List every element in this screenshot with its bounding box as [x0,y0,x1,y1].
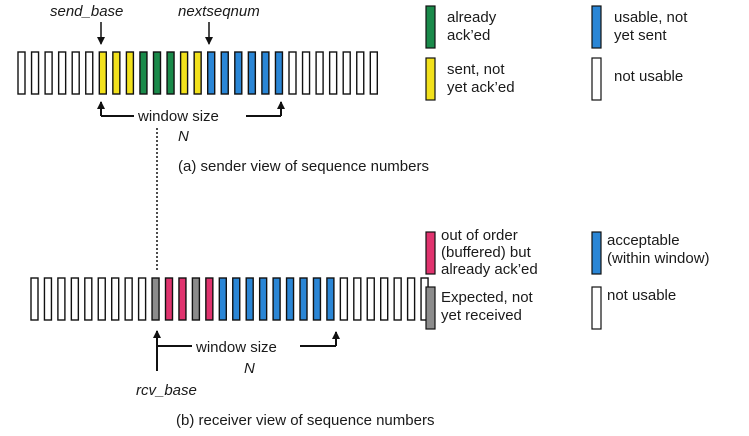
receiver-cell-not-usable [366,277,375,321]
receiver-cell-usable [285,277,295,321]
sender-cell-acked [152,51,162,95]
legend-rcv-not-usable-line1: not usable [607,287,676,304]
receiver-cell-usable [299,277,308,321]
receiver-cell-usable [218,277,228,321]
send-base-label: send_base [50,3,123,20]
legend-acked-line1: already [447,9,497,26]
legend-rcv-not-usable-swatch [591,286,602,330]
receiver-cell-buffered [178,277,187,321]
sender-cell-sent-not-acked [125,51,135,95]
receiver-cell-usable [245,277,254,321]
sender-cell-not-usable [44,51,53,95]
sender-cell-not-usable [356,51,365,95]
sender-cell-not-usable [315,51,324,95]
receiver-cell-buffered [164,277,174,321]
receiver-cell-buffered [205,277,214,321]
legend-acceptable-line2: (within window) [607,250,710,267]
sender-cell-acked [139,51,148,95]
receiver-cell-not-usable [70,277,80,321]
sender-cell-not-usable [57,51,67,95]
receiver-cell-not-usable [30,277,39,321]
sender-cell-sent-not-acked [112,51,121,95]
receiver-cell-not-usable [406,277,416,321]
receiver-cell-not-usable [353,277,362,321]
legend-usable-swatch [591,5,602,49]
receiver-cell-usable [312,277,322,321]
receiver-cell-expected [191,277,201,321]
receiver-cell-usable [258,277,268,321]
sender-legend: already ack’ed usable, not yet sent sent… [425,5,688,101]
rcv-base-label: rcv_base [136,382,197,399]
sender-cell-not-usable [342,51,351,95]
receiver-caption: (b) receiver view of sequence numbers [176,412,434,429]
sender-cell-not-usable [71,51,80,95]
legend-acceptable-line1: acceptable [607,232,680,249]
legend-expected-line1: Expected, not [441,289,534,306]
rcv-window-n-label: N [244,360,255,377]
legend-acked-line2: ack’ed [447,27,490,44]
receiver-cell-usable [232,277,241,321]
window-n-label: N [178,128,189,145]
receiver-cell-not-usable [84,277,93,321]
legend-usable-line2: yet sent [614,27,667,44]
sender-cell-usable [220,51,229,95]
legend-buffered-line1: out of order [441,227,518,244]
sender-cell-not-usable [301,51,311,95]
legend-buffered-line2: (buffered) but [441,244,532,261]
sender-cell-not-usable [288,51,297,95]
receiver-cell-not-usable [43,277,53,321]
sender-cell-not-usable [30,51,40,95]
legend-expected-line2: yet received [441,307,522,324]
sender-cell-not-usable [369,51,378,95]
sender-cell-not-usable [85,51,94,95]
legend-buffered-line3: already ack’ed [441,261,538,278]
window-size-label: window size [137,108,219,125]
legend-sent-line1: sent, not [447,61,505,78]
sender-cell-usable [274,51,284,95]
receiver-cell-expected [151,277,160,321]
legend-expected-swatch [425,286,436,330]
sender-cell-sent-not-acked [193,51,202,95]
sender-cell-sent-not-acked [179,51,189,95]
receiver-cell-not-usable [97,277,106,321]
legend-not-usable-swatch [591,57,602,101]
sender-caption: (a) sender view of sequence numbers [178,158,429,175]
receiver-cell-not-usable [339,277,349,321]
receiver-legend: out of order (buffered) but already ack’… [425,227,710,330]
receiver-cell-not-usable [57,277,66,321]
rcv-window-size-label: window size [195,339,277,356]
legend-sent-swatch [425,57,436,101]
legend-acked-swatch [425,5,436,49]
receiver-sequence-cells [30,277,429,321]
sender-cell-acked [166,51,175,95]
receiver-cell-not-usable [393,277,402,321]
sender-view: send_base nextseqnum window size N (a) s… [17,3,429,175]
sender-cell-not-usable [17,51,26,95]
legend-buffered-swatch [425,231,436,275]
sender-cell-usable [234,51,243,95]
receiver-cell-not-usable [137,277,147,321]
receiver-cell-not-usable [124,277,133,321]
sender-cell-usable [206,51,216,95]
receiver-cell-usable [272,277,281,321]
legend-usable-line1: usable, not [614,9,688,26]
sender-cell-usable [247,51,257,95]
sender-sequence-cells [17,51,378,95]
receiver-cell-not-usable [110,277,120,321]
receiver-cell-not-usable [380,277,389,321]
sender-cell-not-usable [328,51,338,95]
sender-cell-usable [261,51,270,95]
receiver-cell-usable [326,277,335,321]
receiver-view: rcv_base window size N (b) receiver view… [30,277,434,429]
legend-not-usable-line1: not usable [614,68,683,85]
sender-cell-sent-not-acked [98,51,108,95]
nextseqnum-label: nextseqnum [178,3,260,20]
legend-acceptable-swatch [591,231,602,275]
legend-sent-line2: yet ack’ed [447,79,515,96]
